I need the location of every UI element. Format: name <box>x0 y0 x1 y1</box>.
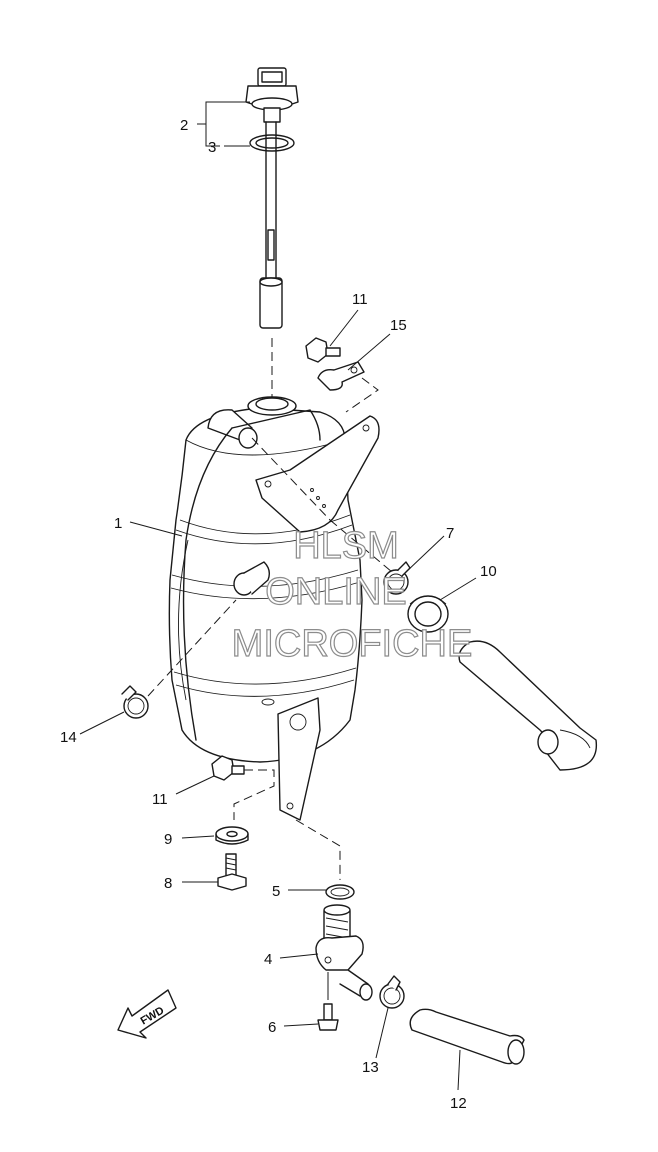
callout-6: 6 <box>268 1019 276 1036</box>
hose-12 <box>409 1008 525 1065</box>
callout-3: 3 <box>208 139 216 156</box>
o-ring-5 <box>325 884 355 900</box>
hose-clamp-14 <box>121 685 149 719</box>
callout-10: 10 <box>480 563 497 580</box>
bolt-8 <box>217 853 247 891</box>
oil-tank <box>168 396 380 821</box>
watermark-line3: MICROFICHE <box>232 623 473 665</box>
fwd-arrow-icon: FWD <box>117 989 177 1039</box>
watermark-line1: HLSM <box>293 525 399 567</box>
hose-clamp-7 <box>383 561 411 595</box>
callout-numbers: 1 2 3 4 5 6 7 8 9 10 11 11 12 13 14 15 <box>60 117 497 1112</box>
sender-unit <box>245 67 299 329</box>
assembly-line <box>147 599 237 697</box>
hose-clamp-13 <box>379 975 405 1009</box>
screw-6 <box>317 972 339 1031</box>
hose-right <box>458 640 598 771</box>
callout-12: 12 <box>450 1095 467 1112</box>
washer-9 <box>215 826 249 845</box>
bolt-11-upper <box>305 337 341 363</box>
callout-8: 8 <box>164 875 172 892</box>
grommet-10 <box>407 595 449 633</box>
watermark-line2: ONLINE <box>265 571 406 613</box>
assembly-line <box>251 437 331 521</box>
watermark: HLSM ONLINE MICROFICHE <box>231 524 473 665</box>
callout-11-upper: 11 <box>352 291 368 308</box>
callout-4: 4 <box>264 951 272 968</box>
callout-2: 2 <box>180 117 188 134</box>
strainer-fitting-4 <box>315 904 373 1001</box>
leader-lines <box>79 101 477 1091</box>
assembly-line <box>233 769 275 820</box>
callout-5: 5 <box>272 883 280 900</box>
assembly-line <box>295 819 341 880</box>
callout-14: 14 <box>60 729 77 746</box>
callout-13: 13 <box>362 1059 379 1076</box>
assembly-line <box>345 377 379 413</box>
callout-11-lower: 11 <box>152 791 168 808</box>
clamp-15 <box>317 361 365 391</box>
callout-9: 9 <box>164 831 172 848</box>
callout-1: 1 <box>114 515 122 532</box>
callout-7: 7 <box>446 525 454 542</box>
callout-15: 15 <box>390 317 407 334</box>
